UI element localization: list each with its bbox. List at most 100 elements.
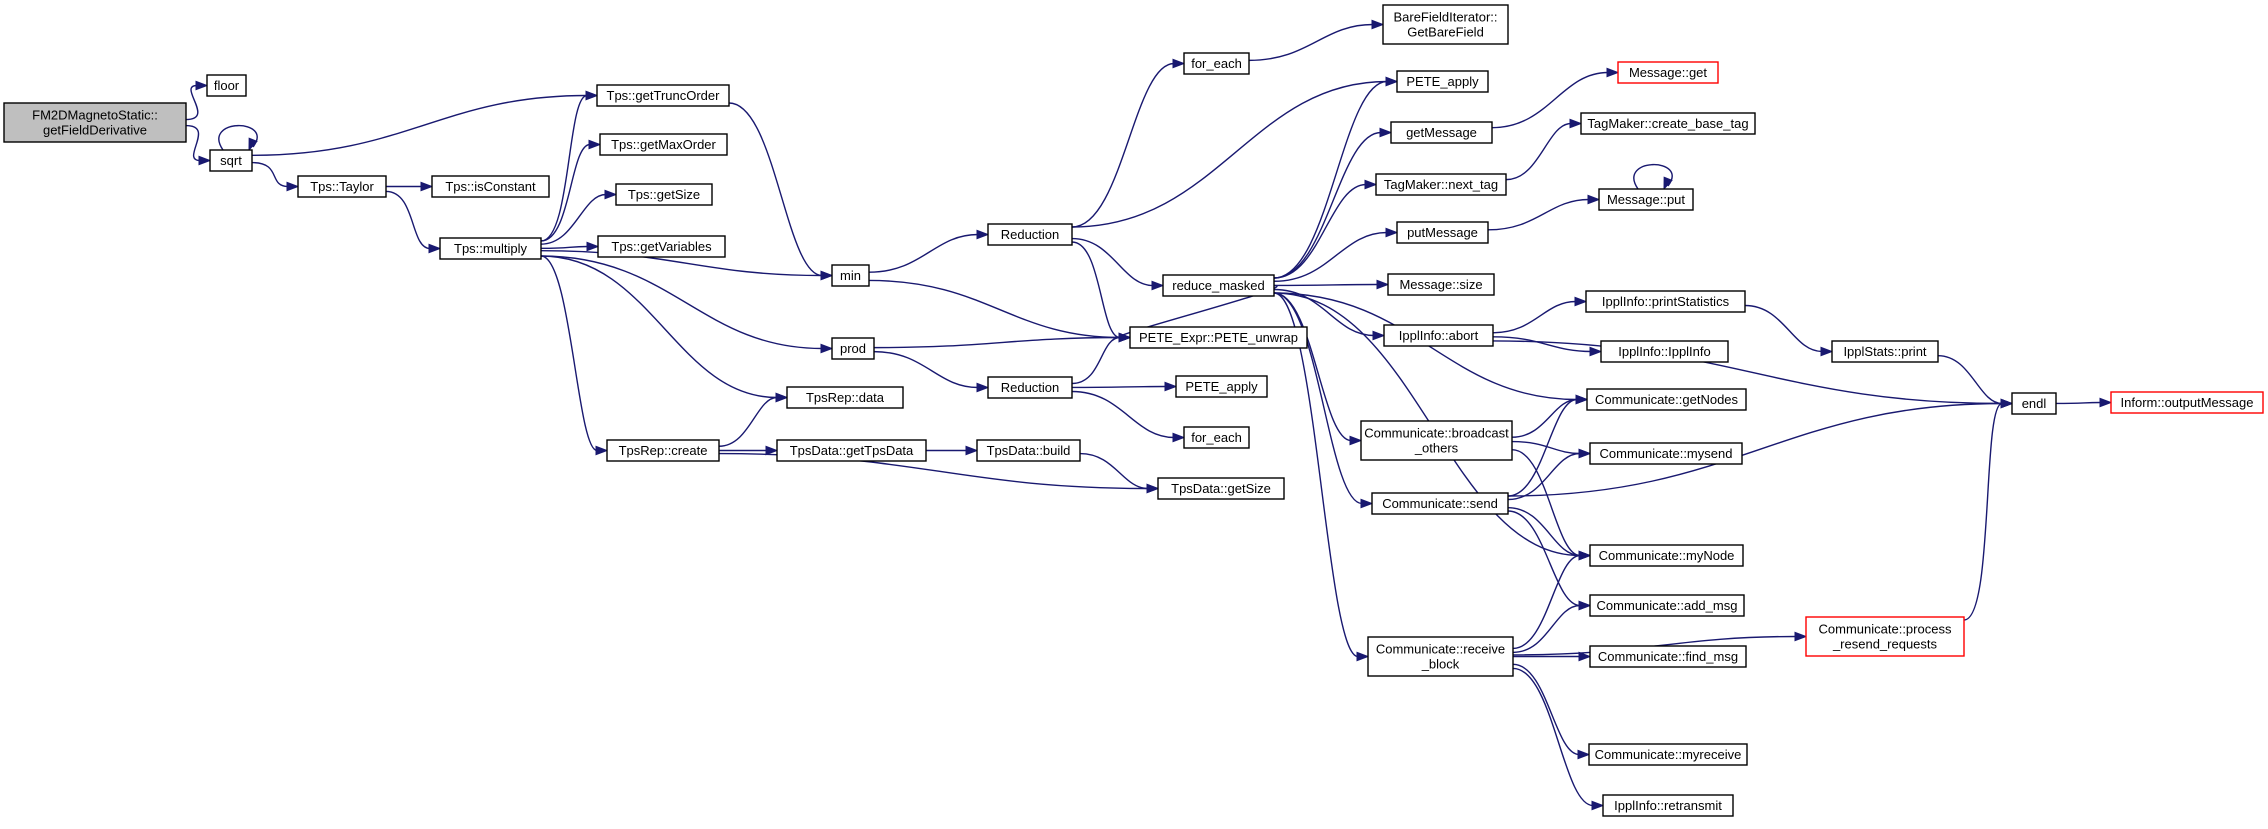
node-label: _block: [1421, 657, 1460, 672]
node-outputMessage[interactable]: Inform::outputMessage: [2110, 391, 2264, 414]
call-edge-send-to-mysend: [1507, 448, 1592, 501]
node-getMessage[interactable]: getMessage: [1390, 121, 1493, 144]
call-edge-multiply-to-getMaxOrder: [540, 139, 602, 242]
node-reduction1[interactable]: Reduction: [987, 223, 1073, 246]
node-box: [1371, 492, 1509, 515]
node-getVariables[interactable]: Tps::getVariables: [597, 235, 726, 258]
node-tpsRepCreate[interactable]: TpsRep::create: [606, 439, 720, 462]
node-tpsRepData[interactable]: TpsRep::data: [786, 386, 904, 409]
node-myNode[interactable]: Communicate::myNode: [1589, 544, 1744, 567]
node-box: [615, 183, 713, 206]
node-min[interactable]: min: [831, 264, 870, 287]
node-label: BareFieldIterator::: [1393, 10, 1497, 25]
node-label: floor: [214, 78, 240, 93]
node-ipplInfoCtor[interactable]: IpplInfo::IpplInfo: [1600, 340, 1729, 363]
node-broadcastOthers[interactable]: Communicate::broadcast_others: [1360, 420, 1513, 461]
node-peteUnwrap[interactable]: PETE_Expr::PETE_unwrap: [1129, 326, 1308, 349]
node-peteApply1[interactable]: PETE_apply: [1396, 70, 1489, 93]
node-label: TpsData::build: [987, 443, 1071, 458]
call-edge-tpsRepCreate-to-tpsRepData: [718, 392, 789, 447]
call-edge-taylor-to-multiply: [385, 190, 442, 254]
node-box: [1162, 274, 1275, 297]
node-root[interactable]: FM2DMagnetoStatic::getFieldDerivative: [3, 102, 187, 143]
node-multiply[interactable]: Tps::multiply: [439, 237, 542, 260]
node-tpsDataGetSize[interactable]: TpsData::getSize: [1157, 477, 1285, 500]
call-edge-receiveBlock-to-addMsg: [1512, 600, 1592, 654]
call-edge-reduceMasked-to-messageSize: [1273, 279, 1390, 290]
call-edge-multiply-to-getTruncOrder: [540, 90, 599, 242]
node-processResend[interactable]: Communicate::process_resend_requests: [1805, 616, 1965, 657]
node-reduceMasked[interactable]: reduce_masked: [1162, 274, 1275, 297]
call-edge-root-to-floor: [185, 80, 209, 121]
node-abort[interactable]: IpplInfo::abort: [1383, 324, 1494, 347]
node-isConstant[interactable]: Tps::isConstant: [431, 175, 550, 198]
node-label: Communicate::find_msg: [1598, 649, 1738, 664]
node-retransmit[interactable]: IpplInfo::retransmit: [1602, 794, 1734, 817]
node-mysend[interactable]: Communicate::mysend: [1589, 442, 1743, 465]
node-peteApply2[interactable]: PETE_apply: [1175, 375, 1268, 398]
node-label: Communicate::mysend: [1600, 446, 1733, 461]
node-findMsg[interactable]: Communicate::find_msg: [1589, 645, 1747, 668]
node-box: [987, 223, 1073, 246]
node-label: Communicate::broadcast: [1364, 426, 1509, 441]
node-box: [596, 84, 730, 107]
node-box: [1600, 340, 1729, 363]
node-prod[interactable]: prod: [831, 337, 875, 360]
node-box: [1387, 273, 1495, 296]
node-taylor[interactable]: Tps::Taylor: [297, 175, 387, 198]
call-edge-processResend-to-endl: [1963, 398, 2014, 621]
node-receiveBlock[interactable]: Communicate::receive_block: [1367, 636, 1514, 677]
call-edge-multiply-to-tpsRepCreate: [540, 255, 609, 456]
node-send[interactable]: Communicate::send: [1371, 492, 1509, 515]
node-getTpsData[interactable]: TpsData::getTpsData: [776, 439, 927, 462]
node-putMessage[interactable]: putMessage: [1396, 221, 1489, 244]
node-label: Tps::getTruncOrder: [607, 88, 721, 103]
node-forEach2[interactable]: for_each: [1183, 426, 1250, 449]
node-myreceive[interactable]: Communicate::myreceive: [1588, 743, 1748, 766]
node-label: sqrt: [220, 153, 242, 168]
node-reduction2[interactable]: Reduction: [987, 376, 1073, 399]
node-box: [2011, 392, 2057, 415]
node-box: [1617, 61, 1719, 84]
node-forEach1[interactable]: for_each: [1183, 52, 1250, 75]
call-edge-reduceMasked-to-getMessage: [1273, 127, 1393, 279]
nodes-layer: FM2DMagnetoStatic::getFieldDerivative flo…: [3, 4, 2264, 817]
node-getTruncOrder[interactable]: Tps::getTruncOrder: [596, 84, 730, 107]
node-label: reduce_masked: [1172, 278, 1265, 293]
node-box: [2110, 391, 2264, 414]
node-box: [1588, 743, 1748, 766]
node-getNodes[interactable]: Communicate::getNodes: [1586, 388, 1747, 411]
node-getMaxOrder[interactable]: Tps::getMaxOrder: [599, 133, 728, 156]
node-messageSize[interactable]: Message::size: [1387, 273, 1495, 296]
node-label: Message::put: [1607, 192, 1685, 207]
node-box: [606, 439, 720, 462]
node-label: Reduction: [1001, 380, 1060, 395]
node-endl[interactable]: endl: [2011, 392, 2057, 415]
node-messageGet[interactable]: Message::get: [1617, 61, 1719, 84]
node-createBaseTag[interactable]: TagMaker::create_base_tag: [1580, 112, 1756, 135]
node-ipplStatsPrint[interactable]: IpplStats::print: [1831, 340, 1939, 363]
node-printStatistics[interactable]: IpplInfo::printStatistics: [1585, 290, 1746, 313]
node-box: [1589, 594, 1745, 617]
node-tpsDataBuild[interactable]: TpsData::build: [976, 439, 1081, 462]
node-label: FM2DMagnetoStatic::: [32, 108, 158, 123]
node-addMsg[interactable]: Communicate::add_msg: [1589, 594, 1745, 617]
node-label: min: [840, 268, 861, 283]
node-tpsGetSize[interactable]: Tps::getSize: [615, 183, 713, 206]
node-bareField[interactable]: BareFieldIterator::GetBareField: [1382, 4, 1509, 45]
node-nextTag[interactable]: TagMaker::next_tag: [1375, 173, 1507, 196]
call-edge-broadcastOthers-to-mysend: [1511, 440, 1592, 459]
node-label: PETE_apply: [1406, 74, 1479, 89]
call-edge-reduceMasked-to-broadcastOthers: [1273, 292, 1363, 446]
node-box: [1175, 375, 1268, 398]
call-edge-reduction2-to-forEach2: [1071, 390, 1186, 443]
node-box: [1589, 645, 1747, 668]
node-messagePut[interactable]: Message::put: [1598, 188, 1694, 211]
node-label: Message::size: [1399, 277, 1482, 292]
node-floor[interactable]: floor: [206, 74, 247, 97]
node-sqrt[interactable]: sqrt: [209, 149, 253, 172]
node-box: [209, 149, 253, 172]
node-box: [1598, 188, 1694, 211]
call-edge-multiply-to-tpsGetSize: [540, 189, 618, 245]
